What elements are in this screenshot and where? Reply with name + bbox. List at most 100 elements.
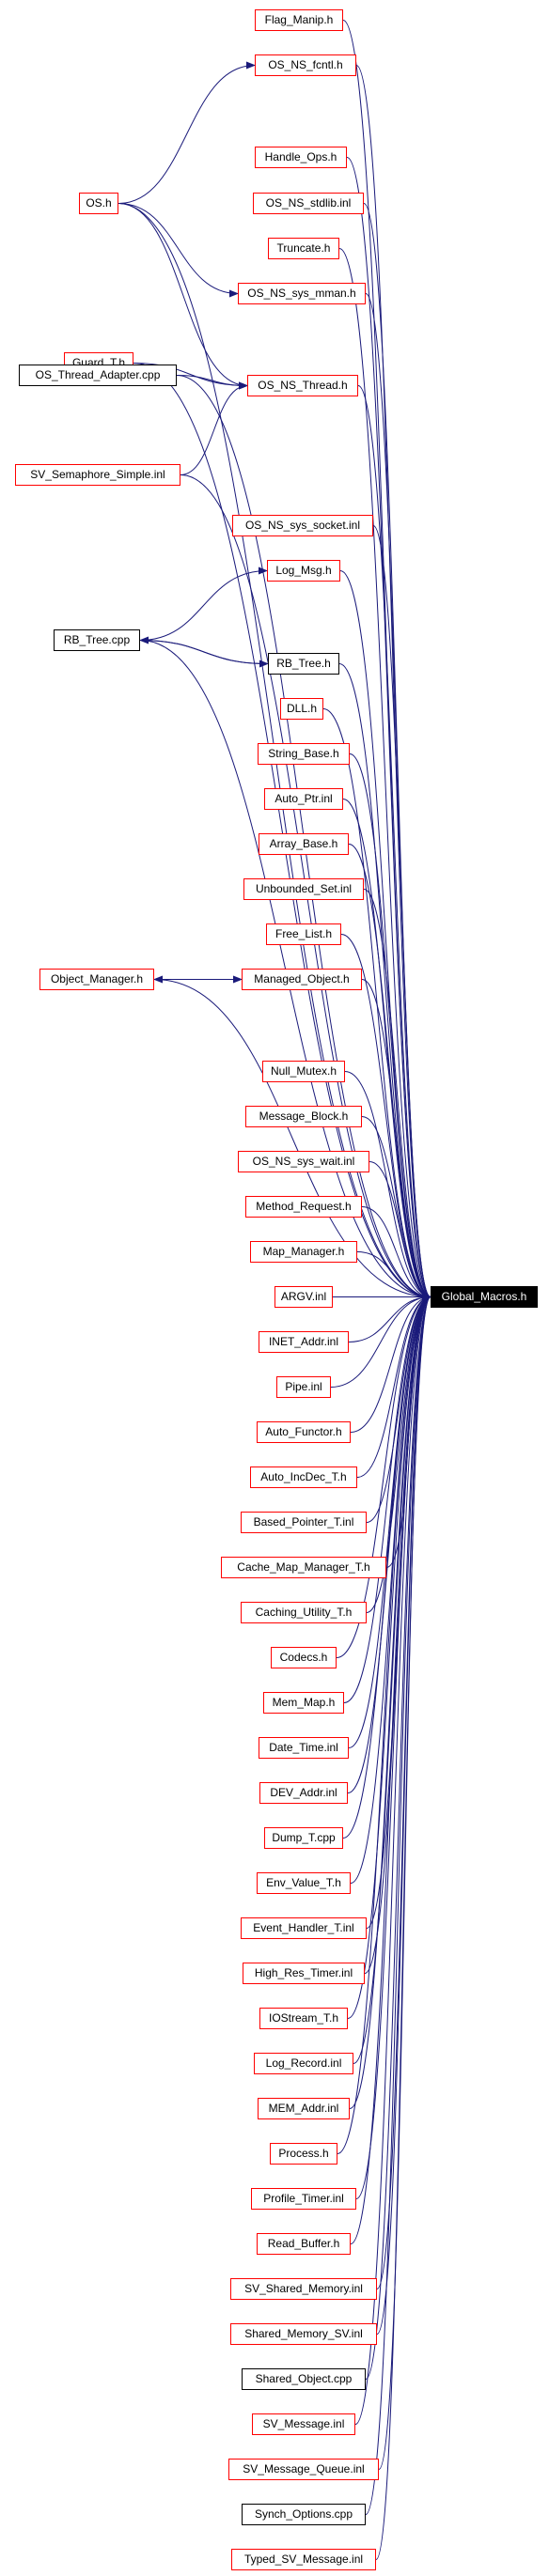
edge-os-ns-fcntl-to-global-macros — [355, 65, 431, 1301]
edge-caching-utility-to-global-macros — [366, 1293, 431, 1613]
node-process[interactable]: Process.h — [270, 2143, 337, 2165]
node-sv-shared-memory[interactable]: SV_Shared_Memory.inl — [230, 2278, 377, 2300]
edge-guard-t-to-global-macros — [133, 363, 431, 1301]
edge-os-h-to-os-ns-sys-mman — [118, 203, 239, 298]
edge-log-record-to-global-macros — [353, 1293, 431, 2064]
node-shared-memory-sv[interactable]: Shared_Memory_SV.inl — [230, 2323, 377, 2345]
node-auto-ptr[interactable]: Auto_Ptr.inl — [264, 788, 343, 810]
edge-method-request-to-global-macros — [361, 1206, 431, 1301]
node-auto-functor[interactable]: Auto_Functor.h — [257, 1421, 351, 1443]
node-flag-manip[interactable]: Flag_Manip.h — [255, 9, 343, 31]
node-string-base[interactable]: String_Base.h — [258, 743, 350, 765]
node-method-request[interactable]: Method_Request.h — [245, 1196, 362, 1218]
node-log-msg[interactable]: Log_Msg.h — [267, 560, 340, 582]
node-unbounded-set[interactable]: Unbounded_Set.inl — [243, 878, 364, 900]
edge-map-manager-to-global-macros — [356, 1251, 431, 1301]
node-sv-message[interactable]: SV_Message.inl — [252, 2413, 355, 2435]
edge-truncate-to-global-macros — [338, 248, 431, 1301]
node-caching-utility[interactable]: Caching_Utility_T.h — [241, 1602, 367, 1623]
node-rb-tree-h[interactable]: RB_Tree.h — [268, 653, 339, 675]
edge-pipe-to-global-macros — [330, 1293, 431, 1388]
node-rb-tree-cpp[interactable]: RB_Tree.cpp — [54, 629, 140, 651]
edge-codecs-to-global-macros — [336, 1293, 431, 1658]
node-os-ns-sys-mman[interactable]: OS_NS_sys_mman.h — [238, 283, 366, 304]
node-based-pointer[interactable]: Based_Pointer_T.inl — [241, 1512, 367, 1533]
node-sv-message-queue[interactable]: SV_Message_Queue.inl — [228, 2459, 379, 2480]
node-managed-object[interactable]: Managed_Object.h — [242, 969, 362, 990]
edge-auto-incdec-to-global-macros — [356, 1293, 431, 1478]
node-os-ns-sys-wait[interactable]: OS_NS_sys_wait.inl — [238, 1151, 369, 1172]
edge-high-res-timer-to-global-macros — [364, 1293, 431, 1974]
edge-rb-tree-h-to-rb-tree-cpp — [139, 636, 269, 664]
node-mem-addr[interactable]: MEM_Addr.inl — [258, 2098, 350, 2119]
node-global-macros: Global_Macros.h — [431, 1286, 538, 1308]
edge-dll-to-global-macros — [322, 708, 431, 1301]
node-high-res-timer[interactable]: High_Res_Timer.inl — [243, 1963, 365, 1984]
edge-shared-object-to-global-macros — [365, 1293, 431, 2380]
node-env-value[interactable]: Env_Value_T.h — [257, 1872, 351, 1894]
node-inet-addr[interactable]: INET_Addr.inl — [259, 1331, 349, 1353]
edge-os-ns-sys-socket-to-global-macros — [372, 525, 431, 1301]
node-auto-incdec[interactable]: Auto_IncDec_T.h — [250, 1466, 357, 1488]
edge-sv-semaphore-simple-to-os-ns-thread — [180, 381, 248, 475]
node-event-handler[interactable]: Event_Handler_T.inl — [241, 1917, 367, 1939]
node-handle-ops[interactable]: Handle_Ops.h — [255, 147, 347, 168]
edge-free-list-to-global-macros — [340, 934, 431, 1301]
node-iostream[interactable]: IOStream_T.h — [259, 2008, 348, 2029]
node-free-list[interactable]: Free_List.h — [266, 923, 341, 945]
edge-managed-object-to-global-macros — [361, 979, 431, 1301]
edge-log-msg-to-global-macros — [339, 570, 431, 1301]
edge-synch-options-to-global-macros — [365, 1293, 431, 2515]
node-codecs[interactable]: Codecs.h — [271, 1647, 337, 1668]
edge-shared-memory-sv-to-global-macros — [376, 1293, 431, 2335]
node-argv[interactable]: ARGV.inl — [274, 1286, 333, 1308]
edge-os-ns-thread-to-global-macros — [357, 385, 431, 1301]
edge-array-base-to-global-macros — [348, 844, 431, 1301]
node-cache-map-manager[interactable]: Cache_Map_Manager_T.h — [221, 1557, 386, 1578]
edge-process-to-global-macros — [337, 1293, 431, 2154]
edge-os-h-to-os-ns-thread — [118, 203, 248, 390]
edge-sv-shared-memory-to-global-macros — [376, 1293, 431, 2289]
edge-os-h-to-os-ns-fcntl — [118, 61, 256, 204]
edge-handle-ops-to-global-macros — [346, 157, 431, 1301]
node-read-buffer[interactable]: Read_Buffer.h — [257, 2233, 351, 2255]
edge-typed-sv-message-to-global-macros — [375, 1293, 431, 2560]
node-map-manager[interactable]: Map_Manager.h — [250, 1241, 357, 1263]
node-os-ns-stdlib[interactable]: OS_NS_stdlib.inl — [253, 193, 364, 214]
edge-os-ns-sys-wait-to-global-macros — [369, 1161, 431, 1301]
node-pipe[interactable]: Pipe.inl — [276, 1376, 331, 1398]
node-sv-semaphore-simple[interactable]: SV_Semaphore_Simple.inl — [15, 464, 180, 486]
node-os-ns-thread[interactable]: OS_NS_Thread.h — [247, 375, 358, 396]
edge-mem-map-to-global-macros — [343, 1293, 431, 1703]
node-dev-addr[interactable]: DEV_Addr.inl — [259, 1782, 348, 1804]
node-mem-map[interactable]: Mem_Map.h — [263, 1692, 344, 1714]
node-os-ns-fcntl[interactable]: OS_NS_fcntl.h — [255, 54, 356, 76]
node-synch-options[interactable]: Synch_Options.cpp — [242, 2504, 366, 2525]
node-date-time[interactable]: Date_Time.inl — [259, 1737, 349, 1759]
node-array-base[interactable]: Array_Base.h — [259, 833, 349, 855]
node-object-manager[interactable]: Object_Manager.h — [39, 969, 154, 990]
edge-sv-message-to-global-macros — [354, 1293, 431, 2425]
node-typed-sv-message[interactable]: Typed_SV_Message.inl — [231, 2549, 376, 2570]
edge-auto-functor-to-global-macros — [350, 1293, 431, 1433]
node-dll[interactable]: DLL.h — [280, 698, 323, 720]
node-os-h[interactable]: OS.h — [79, 193, 118, 214]
edge-read-buffer-to-global-macros — [350, 1293, 431, 2244]
node-shared-object[interactable]: Shared_Object.cpp — [242, 2368, 366, 2390]
node-os-thread-adapter[interactable]: OS_Thread_Adapter.cpp — [19, 365, 177, 386]
edge-string-base-to-global-macros — [349, 753, 431, 1301]
edge-os-thread-adapter-to-os-ns-thread — [176, 375, 248, 390]
node-log-record[interactable]: Log_Record.inl — [254, 2053, 353, 2074]
edge-auto-ptr-to-global-macros — [342, 799, 431, 1301]
node-truncate[interactable]: Truncate.h — [268, 238, 339, 259]
node-dump-t[interactable]: Dump_T.cpp — [264, 1827, 343, 1849]
node-profile-timer[interactable]: Profile_Timer.inl — [251, 2188, 356, 2210]
edge-rb-tree-cpp-to-log-msg — [139, 566, 268, 641]
node-os-ns-sys-socket[interactable]: OS_NS_sys_socket.inl — [232, 515, 373, 536]
edge-mem-addr-to-global-macros — [349, 1293, 431, 2109]
node-null-mutex[interactable]: Null_Mutex.h — [262, 1061, 345, 1082]
node-message-block[interactable]: Message_Block.h — [245, 1106, 362, 1127]
edge-unbounded-set-to-global-macros — [363, 889, 431, 1301]
